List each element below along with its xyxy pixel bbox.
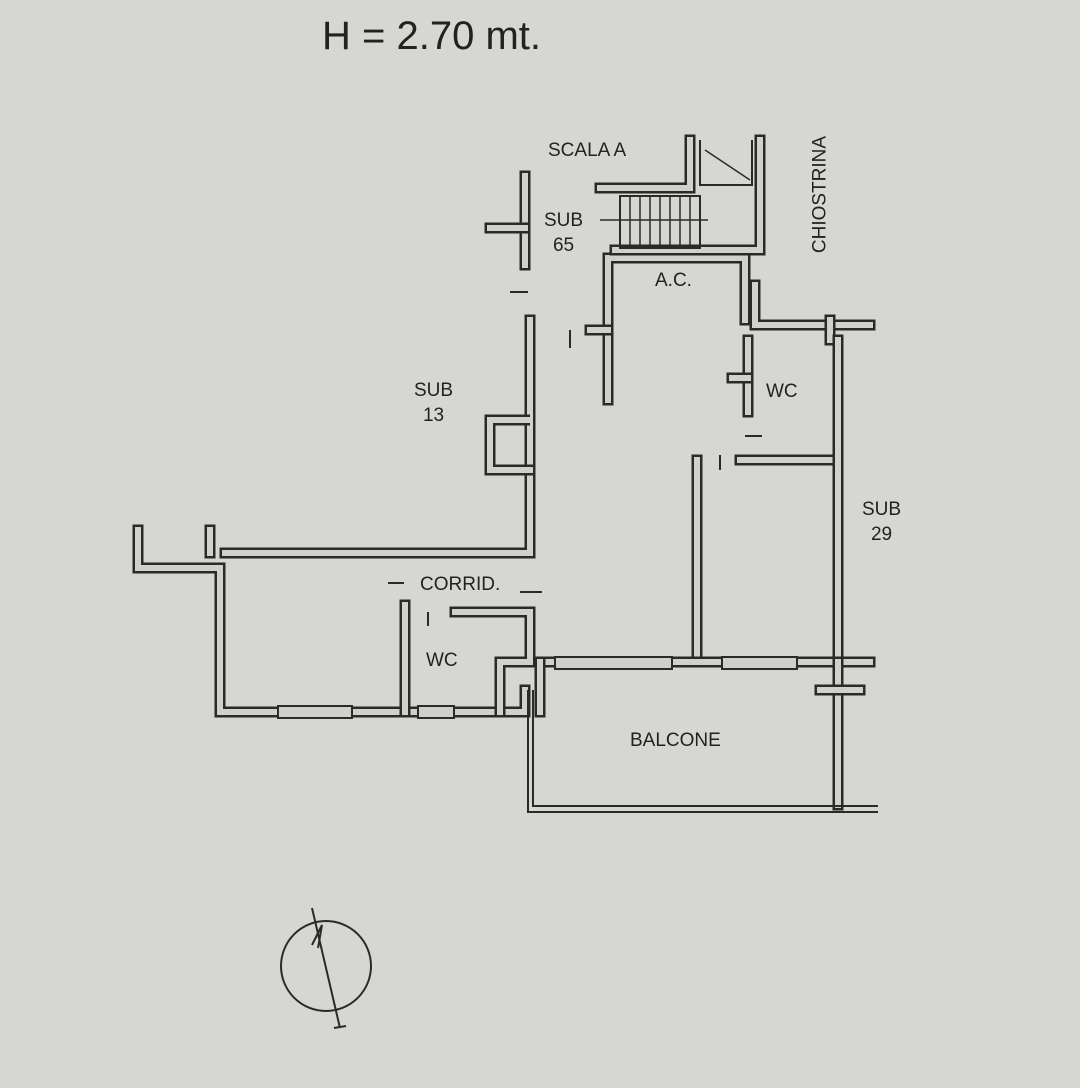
- wall-segment: [452, 609, 533, 715]
- staircase: [600, 140, 753, 249]
- label-sub-13-line1: SUB: [414, 380, 454, 401]
- wall-segment: [135, 527, 528, 715]
- label-balcone: BALCONE: [630, 730, 721, 751]
- wall-segment: [752, 282, 873, 328]
- label-sub-29-line1: SUB: [862, 499, 902, 520]
- wall-segment: [612, 137, 763, 253]
- label-scala-a: SCALA A: [548, 140, 627, 161]
- label-wc-right: WC: [766, 381, 798, 402]
- ceiling-height-title: H = 2.70 mt.: [322, 14, 541, 58]
- walls: [132, 134, 876, 811]
- label-chiostrina: CHIOSTRINA: [770, 120, 860, 270]
- north-arrow-compass-icon: [280, 907, 372, 1029]
- wall-segment: [487, 417, 533, 473]
- label-ac: A.C.: [655, 270, 692, 291]
- windows: [277, 656, 798, 719]
- wall-segment: [597, 137, 693, 191]
- wall-segment: [484, 414, 536, 476]
- label-corridor: CORRID.: [420, 574, 501, 595]
- label-chiostrina-text: CHIOSTRINA: [809, 135, 831, 254]
- label-sub-65-line2: 65: [552, 235, 575, 256]
- label-sub-13: SUB 13: [414, 378, 453, 428]
- label-sub-29-line2: 29: [870, 524, 893, 545]
- label-sub-65-line1: SUB: [544, 210, 584, 231]
- label-sub-13-line2: 13: [422, 405, 445, 426]
- balcony-outline: [527, 690, 878, 813]
- wall-segment: [219, 314, 536, 559]
- label-sub-65: SUB 65: [544, 208, 583, 258]
- wall-segment: [749, 279, 876, 331]
- wall-segment: [222, 317, 533, 556]
- label-sub-29: SUB 29: [862, 497, 901, 547]
- label-wc-left: WC: [426, 650, 458, 671]
- door-marks: [388, 291, 762, 626]
